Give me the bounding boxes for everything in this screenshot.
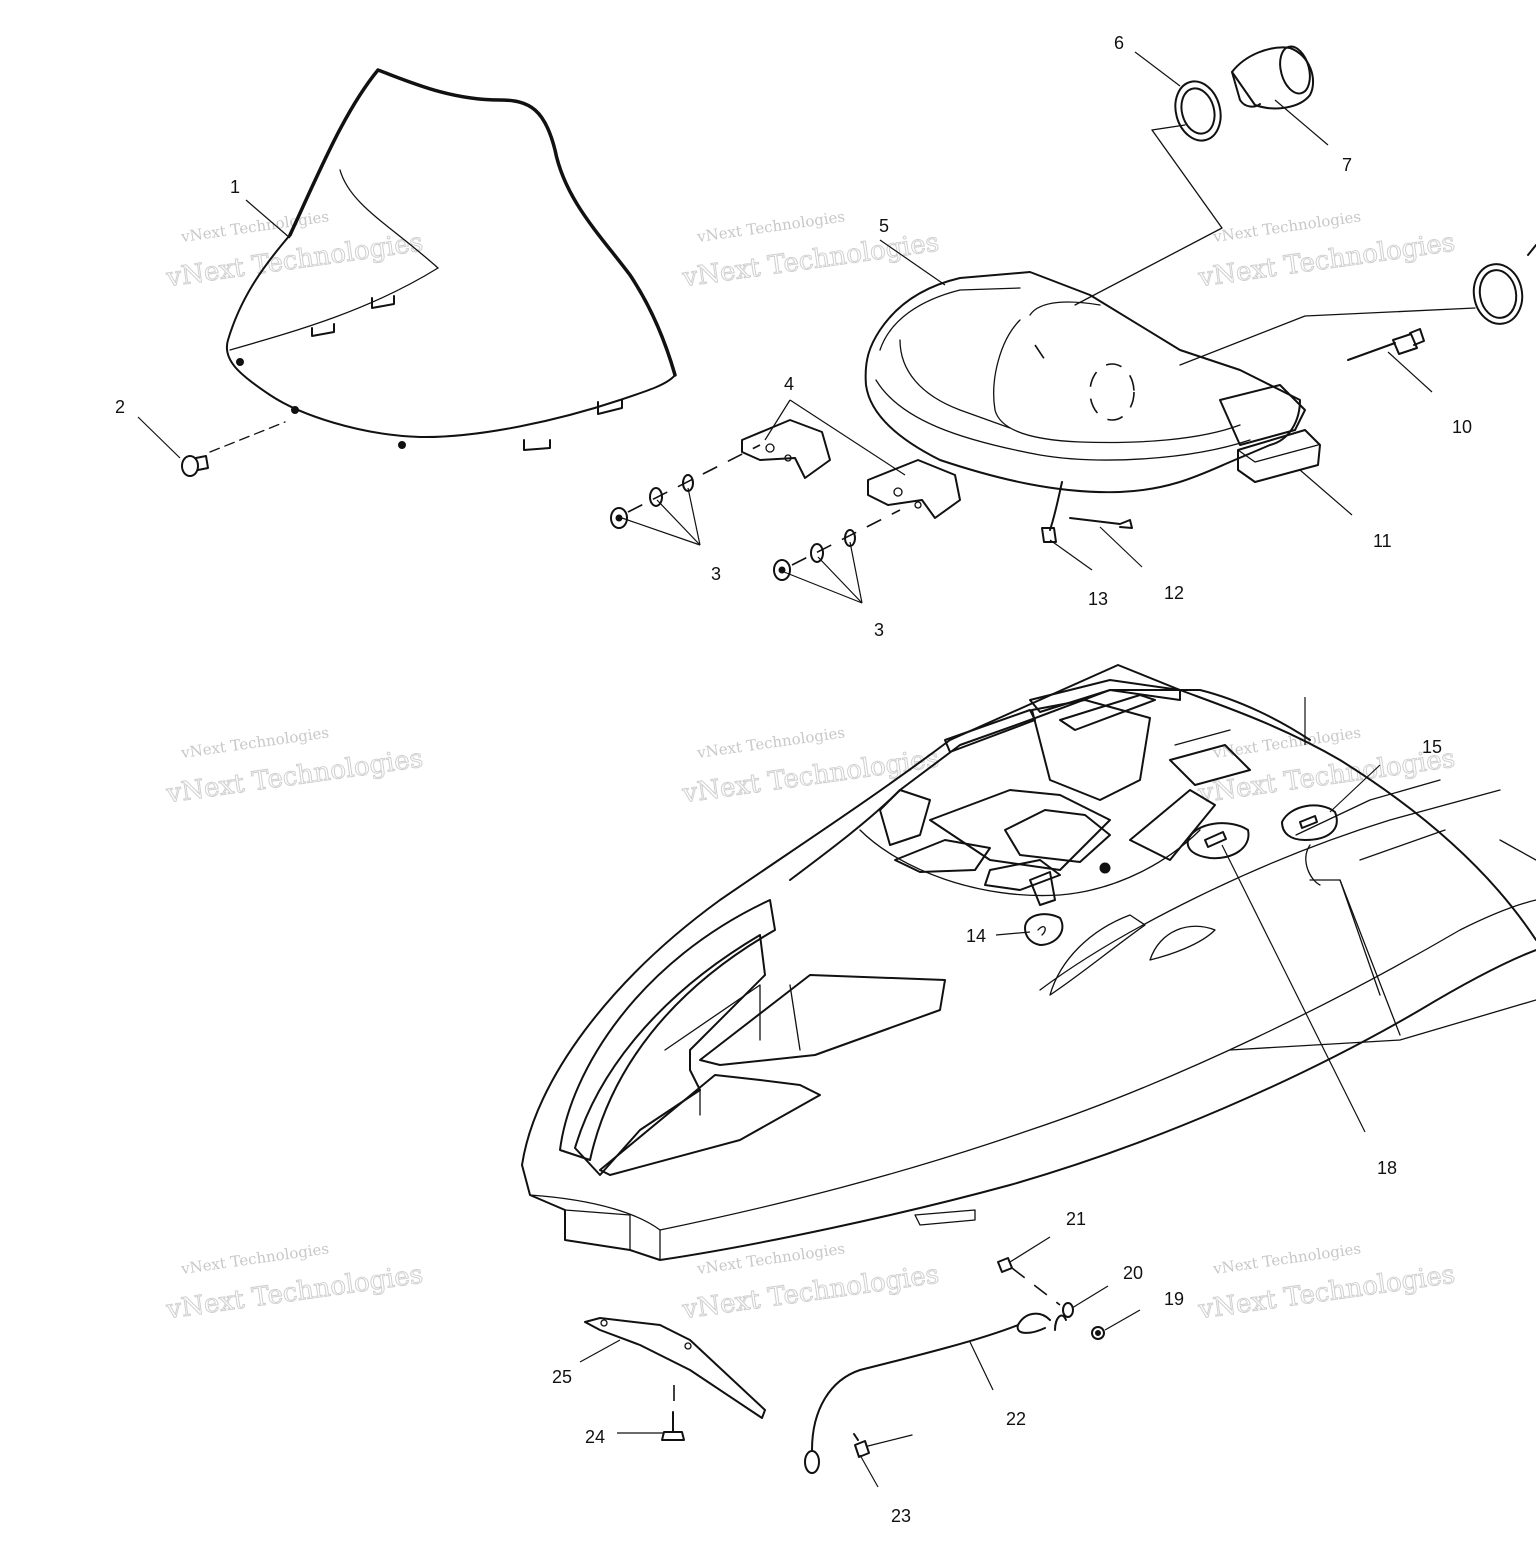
heat-shield-part xyxy=(584,1317,766,1441)
foam-pad-part xyxy=(1237,429,1321,483)
watermark: vNext Technologies vNext Technologies xyxy=(163,723,425,810)
callout-1: 1 xyxy=(230,177,240,197)
mount-bracket-part xyxy=(741,419,961,519)
watermark-text-small: vNext Technologies xyxy=(695,723,846,762)
callout-7: 7 xyxy=(1342,155,1352,175)
windshield-part xyxy=(225,68,677,451)
callout-12: 12 xyxy=(1164,583,1184,603)
callout-18: 18 xyxy=(1377,1158,1397,1178)
watermark-text-small: vNext Technologies xyxy=(695,1239,846,1278)
watermark-text-small: vNext Technologies xyxy=(179,1239,330,1278)
callout-22: 22 xyxy=(1006,1409,1026,1429)
watermark: vNext Technologies vNext Technologies xyxy=(1195,723,1457,810)
hood-part xyxy=(521,664,1536,1261)
callout-3-upper: 3 xyxy=(711,564,721,584)
instrument-pod-part xyxy=(864,271,1306,494)
watermark: vNext Technologies vNext Technologies xyxy=(679,207,941,294)
callout-15: 15 xyxy=(1422,737,1442,757)
tether-hardware-part xyxy=(804,1257,1105,1474)
callout-13: 13 xyxy=(1088,589,1108,609)
windshield-screw-part xyxy=(181,421,286,477)
watermark-text-small: vNext Technologies xyxy=(695,207,846,246)
callout-6: 6 xyxy=(1114,33,1124,53)
watermark: vNext Technologies vNext Technologies xyxy=(1195,207,1457,294)
bulb-socket-part xyxy=(1347,328,1425,361)
hardware-stack-part xyxy=(610,444,901,581)
watermark-text-small: vNext Technologies xyxy=(1211,1239,1362,1278)
watermark: vNext Technologies vNext Technologies xyxy=(679,1239,941,1326)
watermark: vNext Technologies vNext Technologies xyxy=(1195,1239,1457,1326)
gauge-part xyxy=(1074,45,1315,306)
pin-and-wire-part xyxy=(1041,481,1133,543)
watermark-group: vNext Technologies vNext Technologies vN… xyxy=(163,207,1457,1326)
callout-5: 5 xyxy=(879,216,889,236)
callout-2: 2 xyxy=(115,397,125,417)
callout-23: 23 xyxy=(891,1506,911,1526)
callout-3-lower: 3 xyxy=(874,620,884,640)
watermark: vNext Technologies vNext Technologies xyxy=(679,723,941,810)
callout-4: 4 xyxy=(784,374,794,394)
watermark-text-small: vNext Technologies xyxy=(1211,723,1362,762)
callout-24: 24 xyxy=(585,1427,605,1447)
callout-11: 11 xyxy=(1373,531,1392,551)
watermark: vNext Technologies vNext Technologies xyxy=(163,1239,425,1326)
watermark-text-small: vNext Technologies xyxy=(179,207,330,246)
watermark-text-small: vNext Technologies xyxy=(1211,207,1362,246)
leader-lines xyxy=(137,51,1433,1488)
callout-14: 14 xyxy=(966,926,986,946)
callout-20: 20 xyxy=(1123,1263,1143,1283)
callout-21: 21 xyxy=(1066,1209,1086,1229)
watermark-text-small: vNext Technologies xyxy=(179,723,330,762)
callout-25: 25 xyxy=(552,1367,572,1387)
callout-labels: 1 2 3 3 4 5 6 7 10 11 12 13 14 15 18 19 … xyxy=(115,33,1472,1526)
callout-10: 10 xyxy=(1452,417,1472,437)
gauge-ring-right-part xyxy=(1179,244,1536,366)
callout-19: 19 xyxy=(1164,1289,1184,1309)
watermark: vNext Technologies vNext Technologies xyxy=(163,207,425,294)
